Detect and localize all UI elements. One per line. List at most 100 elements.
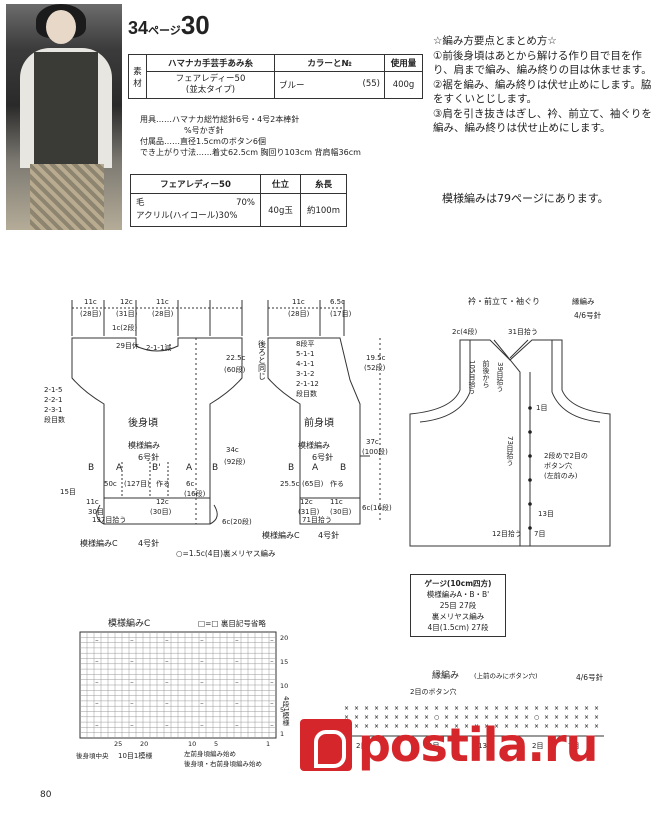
grid-mark: − [95, 702, 99, 707]
grid-mark: − [165, 660, 169, 665]
grid-mark: − [270, 639, 274, 644]
edge-mark: × [454, 714, 459, 721]
grid-mark: − [235, 702, 239, 707]
front-pick: 71目拾う [302, 515, 332, 524]
edge-mark: × [394, 705, 399, 712]
edge-mark: × [564, 705, 569, 712]
back-needle: 6号針 [138, 452, 159, 462]
instructions-step-3: ③肩を引き抜きはぎし、衿、前立て、袖ぐりを編み、編み終りは伏せ止めにします。 [433, 107, 652, 135]
grid-mark: − [270, 681, 274, 686]
gauge-line-1: 模様編みA・B・B' [426, 590, 490, 599]
front-width: 25.5c [280, 480, 300, 488]
edge-mark: × [514, 714, 519, 721]
back-arm: 2-1-5 [44, 386, 62, 394]
edge-mark: × [424, 705, 429, 712]
front-s3: (30目) [330, 508, 352, 516]
edge-mark: × [554, 705, 559, 712]
front-w2: 6.5c [330, 298, 345, 306]
edge-mark: × [554, 714, 559, 721]
tools-block: 用具……ハマナカ総竹総針6号・4号2本棒針 %号かぎ針 付属品……直径1.5cm… [140, 114, 361, 158]
back-left: 15目 [60, 488, 76, 496]
edge-mark: × [454, 723, 459, 730]
edge-mark: ○ [434, 714, 439, 721]
instructions-title: ☆編み方要点とまとめ方☆ [433, 35, 557, 47]
edge-title: 縁編み [432, 669, 459, 681]
edge-mark: × [384, 723, 389, 730]
chart-c-center: 後身頃中央 [76, 751, 109, 760]
grid-mark: − [95, 723, 99, 728]
collar-btn1: 2段めで2目の [544, 451, 588, 460]
edge-mark: × [524, 705, 529, 712]
grid-mark: − [165, 723, 169, 728]
edge-b2: 2目 [356, 742, 367, 750]
chart-c-col-25: 25 [114, 740, 122, 748]
buttonhole-5 [528, 502, 532, 506]
edge-mark: × [494, 714, 499, 721]
edge-mark: × [564, 714, 569, 721]
front-stitch: 模様編み [298, 440, 330, 450]
brand-watermark[interactable]: postila.ru [300, 718, 598, 772]
front-v3: 4-1-1 [296, 360, 314, 368]
edge-mark: × [374, 714, 379, 721]
edge-mark: × [494, 705, 499, 712]
pattern-reference: 模様編みは79ページにあります。 [442, 192, 609, 205]
chart-c-legend: □=□ 裏目記号省略 [198, 618, 266, 628]
chart-c-row-1: 1 [280, 730, 284, 738]
model-photo [6, 4, 122, 230]
front-v1: 8段平 [296, 339, 314, 348]
edge-mark: × [414, 705, 419, 712]
edge-mark: × [544, 705, 549, 712]
collar-needle: 4/6号針 [574, 310, 602, 320]
back-w2b: (31目) [116, 310, 138, 318]
tools-line-3: 付属品……直径1.5cmのボタン6個 [140, 137, 267, 146]
front-a: A [312, 463, 319, 473]
back-width2: (127目) [124, 480, 150, 488]
edge-mark: × [364, 705, 369, 712]
gauge-line-2: 25目 27段 [439, 601, 477, 610]
tools-line-2: %号かぎ針 [184, 126, 224, 135]
back-hem-h: 6c(20段) [222, 517, 252, 526]
front-v6: 段目数 [296, 389, 317, 398]
edge-mark: × [484, 723, 489, 730]
gauge-title: ゲージ(10cm四方) [424, 579, 492, 588]
back-a2: A [116, 463, 123, 473]
front-h2b: (100段) [362, 447, 388, 456]
grid-mark: − [165, 681, 169, 686]
page-word: ページ [148, 25, 181, 37]
edge-mark: × [464, 714, 469, 721]
tools-line-4: でき上がり寸法……着丈62.5cm 胸回り103cm 背肩幅36cm [140, 148, 361, 157]
back-arm3: 2-3-1 [44, 406, 62, 414]
back-a5: B [212, 463, 218, 473]
edge-mark: × [364, 714, 369, 721]
chart-c-note: 4段1模様 [282, 696, 290, 726]
grid-mark: − [200, 702, 204, 707]
amount-cell: 400g [384, 71, 423, 99]
back-w3b: (28目) [152, 310, 174, 318]
back-hem-arrow [96, 504, 105, 525]
collar-title: 衿・前立て・袖ぐり [468, 296, 540, 306]
edge-mark: × [434, 705, 439, 712]
collar-c2: 31目拾う [508, 327, 538, 336]
edge-mark: × [594, 714, 599, 721]
chart-c-row-15: 15 [280, 658, 288, 666]
front-body-outline [267, 337, 361, 499]
front-title: 前身頃 [304, 416, 334, 429]
back-side-h2: (16段) [184, 489, 206, 498]
length-cell: 約100m [300, 193, 347, 227]
collar-c3: 105目拾う [468, 360, 476, 395]
yarn-name: フェアレディー50 [175, 74, 246, 84]
front-width2: (65目) [302, 480, 324, 488]
front-hem-needle: 4号針 [318, 530, 339, 540]
front-width3: 作る [330, 479, 344, 488]
collar-btn3: (左前のみ) [544, 471, 578, 480]
edge-mark: × [504, 723, 509, 730]
edge-mark: × [364, 723, 369, 730]
edge-mark: × [344, 705, 349, 712]
back-side1: 11c [86, 498, 99, 506]
back-hem-needle: 4号針 [138, 538, 159, 548]
edge-mark: × [384, 705, 389, 712]
color-cell: ブルー(55) [274, 71, 385, 99]
chart-c-repeat: 10目1模様 [118, 751, 152, 760]
page-prefix: 34 [128, 18, 149, 38]
